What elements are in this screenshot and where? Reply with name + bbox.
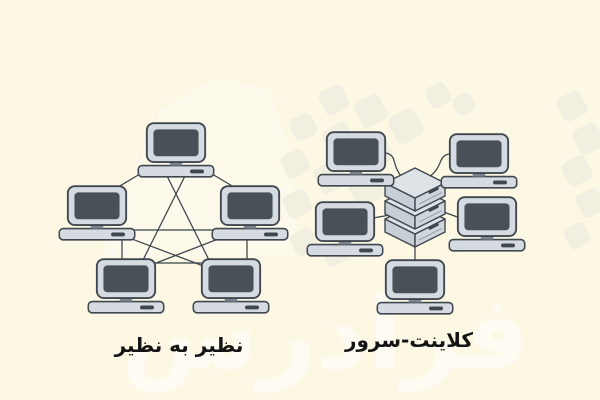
computer-icon (211, 185, 289, 241)
connection-line (428, 153, 450, 178)
computer-icon (306, 201, 384, 257)
computer-icon (376, 259, 454, 315)
p2p-caption: نظیر به نظیر (114, 333, 244, 357)
client-server-diagram (306, 131, 526, 315)
connection-line (123, 235, 215, 271)
computer-icon (440, 133, 518, 189)
computer-icon (448, 196, 526, 252)
client-server-caption: کلاینت-سرور (344, 328, 473, 352)
connection-line (139, 173, 187, 267)
connection-line (385, 152, 403, 178)
computer-icon (137, 122, 215, 178)
server-stack-icon (384, 167, 446, 248)
computer-icon (58, 185, 136, 241)
computer-icon (317, 131, 395, 187)
computer-icon (87, 258, 165, 314)
watermark-text: فرادرس (121, 275, 530, 393)
connection-line (165, 173, 213, 267)
computer-icon (192, 258, 270, 314)
p2p-diagram (58, 122, 289, 314)
